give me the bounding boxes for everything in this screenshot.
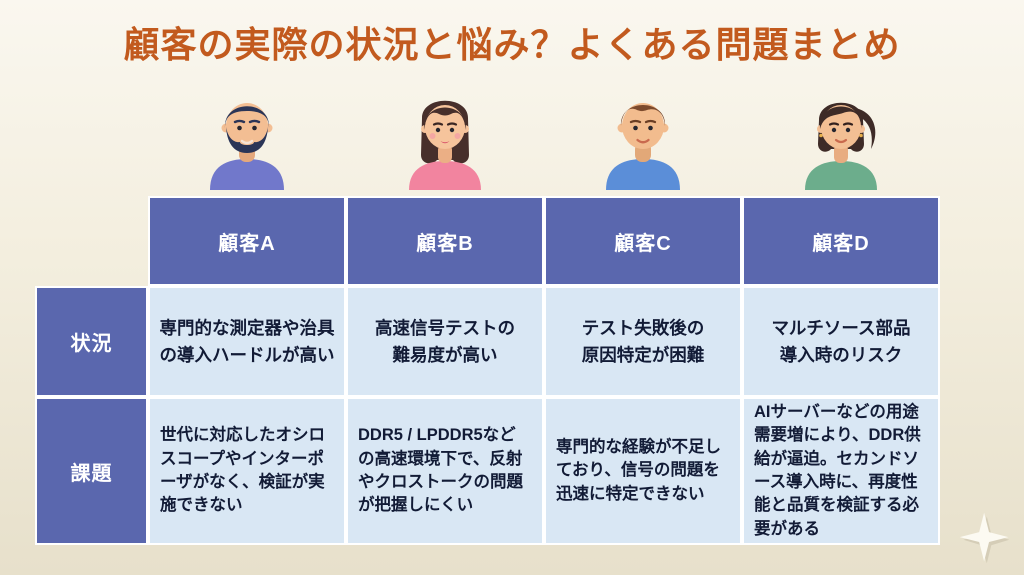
customer-a-situation-cell: 専門的な測定器や治具 の導入ハードルが高い (148, 286, 346, 397)
customer-c-header: 顧客C (544, 196, 742, 286)
long-hair-woman-icon (409, 100, 481, 190)
customer-b-avatar (346, 84, 544, 190)
customer-a-issue-cell: 世代に対応したオシロスコープやインターポーザがなく、検証が実施できない (148, 397, 346, 545)
customer-a-header: 顧客A (148, 196, 346, 286)
customer-b-header: 顧客B (346, 196, 544, 286)
young-man-icon (606, 103, 680, 190)
avatar-row (148, 84, 940, 190)
row-label-situation: 状況 (35, 286, 148, 397)
sparkle-icon (959, 512, 1010, 564)
bearded-man-icon (210, 103, 284, 190)
customer-a-avatar (148, 84, 346, 190)
customer-c-avatar (544, 84, 742, 190)
ponytail-woman-icon (805, 102, 877, 190)
page-title: 顧客の実際の状況と悩み？よくある問題まとめ (123, 24, 901, 65)
customer-b-issue-cell: DDR5 / LPDDR5などの高速環境下で、反射やクロストークの問題が把握しに… (346, 397, 544, 545)
customer-c-issue-cell: 専門的な経験が不足しており、信号の問題を迅速に特定できない (544, 397, 742, 545)
customer-d-issue-cell: AIサーバーなどの用途需要増により、DDR供給が逼迫。セカンドソース導入時に、再… (742, 397, 940, 545)
customer-b-situation-cell: 高速信号テストの 難易度が高い (346, 286, 544, 397)
customer-d-avatar (742, 84, 940, 190)
customer-d-situation-cell: マルチソース部品 導入時のリスク (742, 286, 940, 397)
customer-d-header: 顧客D (742, 196, 940, 286)
customer-c-situation-cell: テスト失敗後の 原因特定が困難 (544, 286, 742, 397)
summary-table: 顧客A 顧客B 顧客C 顧客D 状況 専門的な測定器や治具 の導入ハードルが高い… (35, 196, 940, 545)
row-label-issue: 課題 (35, 397, 148, 545)
corner-spacer (35, 196, 148, 286)
